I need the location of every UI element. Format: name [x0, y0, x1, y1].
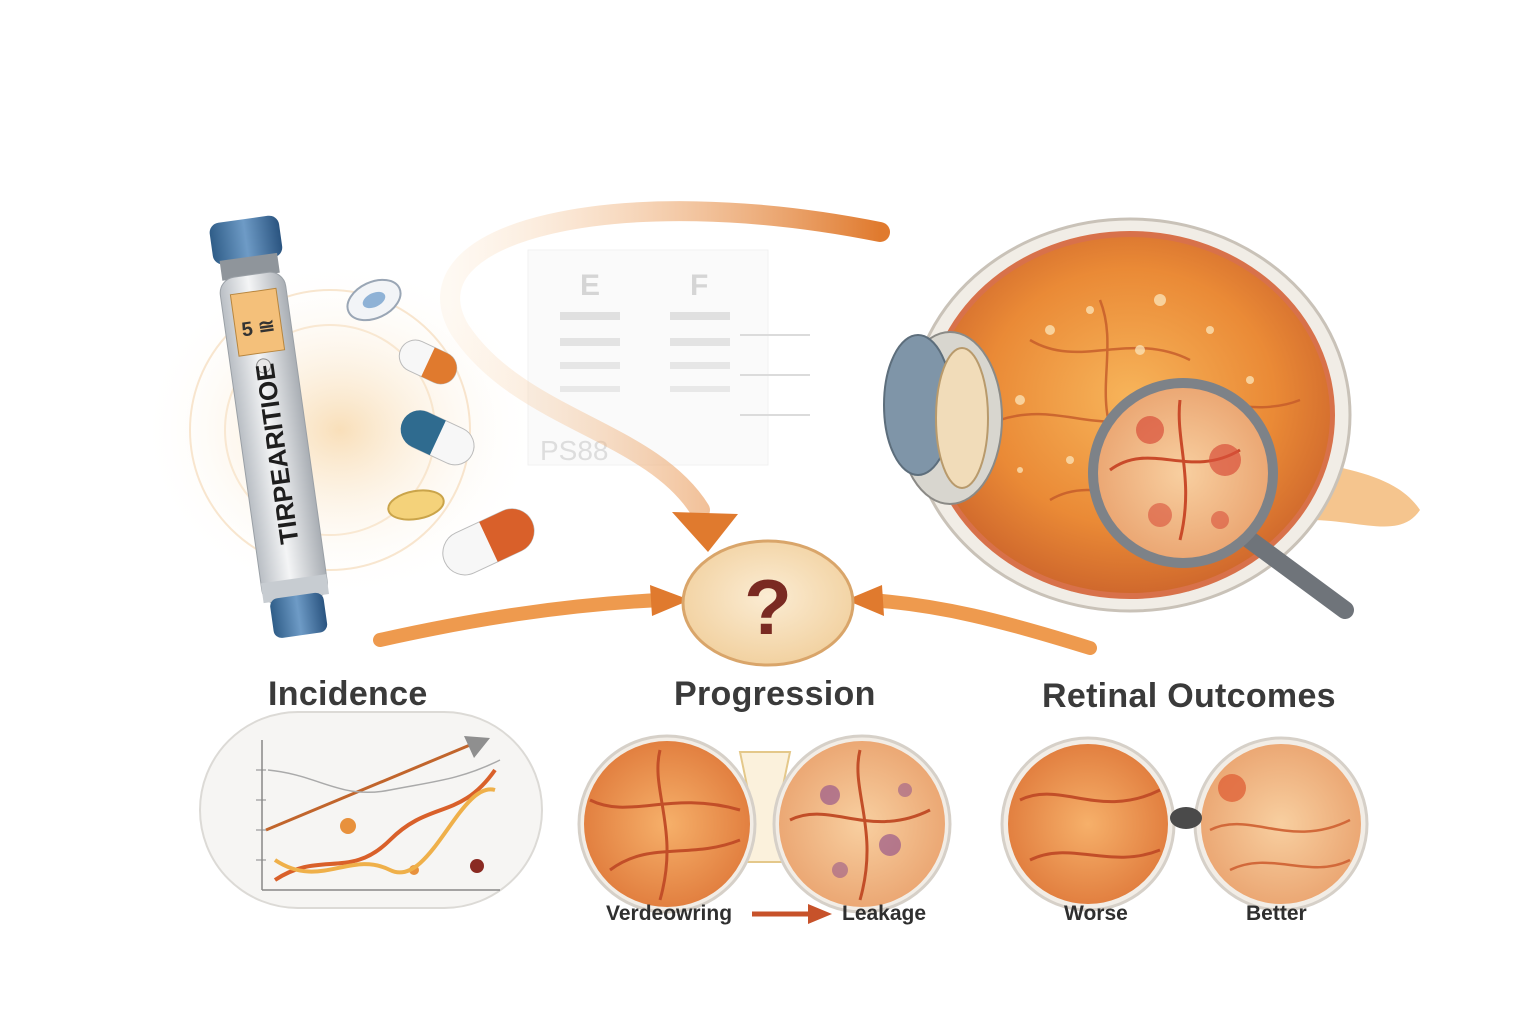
progression-heading: Progression [674, 675, 876, 713]
retinal-outcomes-heading: Retinal Outcomes [1042, 677, 1336, 715]
arrow-icon [808, 904, 832, 924]
fundus-image-worse [1008, 744, 1168, 904]
incidence-heading: Incidence [268, 675, 428, 713]
capsule-icon [398, 339, 458, 385]
outcome-worse-label: Worse [1064, 902, 1128, 925]
eye-chart-icon: E F PS88 [527, 249, 810, 466]
injection-pen-icon: 5 ≅ TIRPEARITIOE [209, 215, 330, 638]
outcome-better-label: Better [1246, 902, 1307, 925]
pill-icon [387, 489, 445, 521]
arrow-head [650, 585, 690, 616]
pill-icon [346, 278, 402, 322]
capsule-icon [400, 410, 475, 466]
trend-chart-icon [256, 736, 501, 891]
incidence-chart-panel [199, 711, 543, 909]
progression-panel [577, 734, 952, 924]
progression-from-label: Verdeowring [606, 902, 733, 925]
decorative-ring [189, 289, 471, 571]
dna-helix-icon [273, 768, 497, 882]
arrow-head [846, 585, 884, 616]
curved-arrow-top [440, 201, 890, 520]
capsule-icon [442, 508, 535, 576]
arrow-head [672, 512, 738, 552]
question-mark: ? [744, 563, 792, 651]
arrow-right-in [863, 593, 1097, 655]
pen-dial-readout: 5 ≅ [240, 315, 276, 341]
chart-letter: F [690, 269, 708, 302]
question-lens [681, 539, 855, 667]
magnifier-icon [1088, 378, 1354, 619]
chart-letter: E [580, 269, 600, 302]
fundus-image-leakage [779, 741, 945, 907]
outcomes-panel [1000, 736, 1369, 912]
progression-to-label: Leakage [842, 902, 927, 925]
arrow-left-in [373, 593, 667, 647]
fundus-image-early [584, 741, 750, 907]
